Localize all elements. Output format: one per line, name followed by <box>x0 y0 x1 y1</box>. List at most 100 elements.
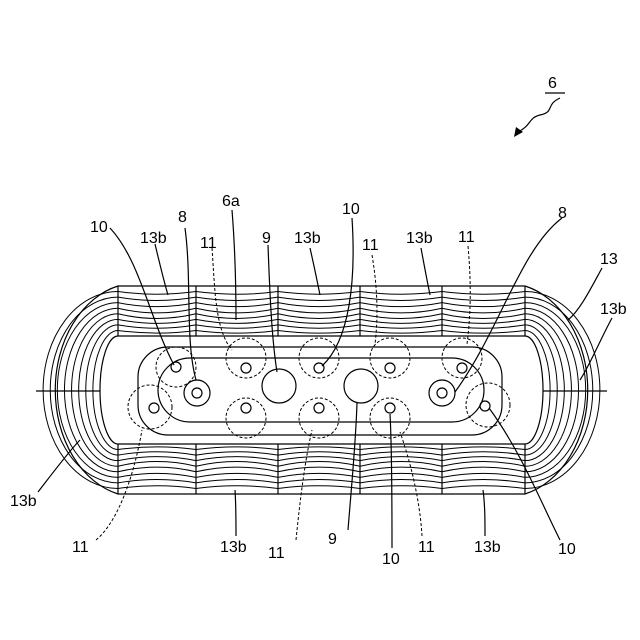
label-10-top-left: 10 <box>90 219 108 236</box>
pin <box>241 363 251 373</box>
coil-layer-bottom <box>278 457 360 461</box>
hole-large <box>344 369 378 403</box>
coil-layer-left <box>79 319 118 460</box>
pocket <box>226 398 266 438</box>
coil-layer-bottom <box>278 467 360 472</box>
coil-layer-bottom <box>196 486 278 489</box>
ring-hole-inner <box>437 388 447 398</box>
coil-layer-bottom <box>196 480 278 483</box>
coil-layer-bottom <box>118 457 196 461</box>
coil-layer-top <box>196 319 278 323</box>
coil-layer-top <box>196 303 278 307</box>
coil-layer-bottom <box>360 480 442 483</box>
label-13: 13 <box>600 251 618 268</box>
label-6: 6 <box>548 75 557 92</box>
coil-layer-bottom <box>360 473 442 477</box>
coil-layer-right <box>525 297 593 483</box>
coil-layer-left <box>93 330 118 449</box>
coil-layer-bottom <box>196 473 278 477</box>
coil-layer-top <box>442 303 525 307</box>
label-9-bottom: 9 <box>328 531 337 548</box>
coil-layer-top <box>196 325 278 328</box>
coil-layer-top <box>360 314 442 319</box>
coil-layer-bottom <box>278 462 360 467</box>
coil-layer-bottom <box>118 462 196 467</box>
coil-layer-top <box>442 325 525 328</box>
coil-inner-boundary <box>100 336 543 444</box>
coil-layer-top <box>360 303 442 307</box>
coil-layer-top <box>196 314 278 319</box>
coil-layer-top <box>442 297 525 300</box>
coil-layer-bottom <box>442 447 525 450</box>
coil-layer-top <box>196 292 278 295</box>
coil-layer-top <box>442 292 525 295</box>
label-11-bottom-left: 11 <box>72 539 89 556</box>
coil-layer-bottom <box>196 452 278 455</box>
coil-layers <box>43 292 600 489</box>
pocket <box>128 385 172 429</box>
coil-layer-top <box>118 314 196 319</box>
coil-layer-top <box>442 308 525 313</box>
label-13b-right: 13b <box>600 301 627 318</box>
coil-layer-bottom <box>278 480 360 483</box>
coil-layer-top <box>196 330 278 333</box>
hole-large <box>262 369 296 403</box>
coil-layer-top <box>118 297 196 300</box>
label-6a: 6a <box>222 193 240 210</box>
coil-layer-right <box>525 319 564 460</box>
coil-layer-top <box>278 303 360 307</box>
label-13b-bottom: 13b <box>220 539 247 556</box>
pin <box>171 362 181 372</box>
coil-layer-top <box>278 319 360 323</box>
pin <box>241 403 251 413</box>
coil-layer-bottom <box>442 467 525 472</box>
coil-layer-top <box>360 330 442 333</box>
coil-layer-bottom <box>196 462 278 467</box>
coil-assembly <box>36 286 607 494</box>
label-10-bottom-right: 10 <box>558 541 576 558</box>
coil-layer-bottom <box>278 473 360 477</box>
pin <box>149 403 159 413</box>
label-13b-top-middle: 13b <box>294 230 321 247</box>
label-10-top-middle: 10 <box>342 201 360 218</box>
coil-layer-top <box>118 330 196 333</box>
coil-layer-bottom <box>118 486 196 489</box>
coil-layer-top <box>442 314 525 319</box>
coil-layer-bottom <box>278 486 360 489</box>
coil-layer-top <box>360 319 442 323</box>
coil-layer-bottom <box>442 473 525 477</box>
pin <box>385 403 395 413</box>
coil-layer-bottom <box>118 452 196 455</box>
coil-layer-top <box>442 330 525 333</box>
coil-layer-bottom <box>360 457 442 461</box>
coil-layer-bottom <box>118 473 196 477</box>
coil-layer-top <box>360 308 442 313</box>
pin <box>457 363 467 373</box>
coil-layer-top <box>360 325 442 328</box>
coil-layer-top <box>442 319 525 323</box>
coil-layer-bottom <box>442 452 525 455</box>
label-13b-top-left: 13b <box>140 230 167 247</box>
pocket <box>156 347 196 387</box>
label-8-top-left: 8 <box>178 209 187 226</box>
coil-layer-bottom <box>196 467 278 472</box>
coil-layer-bottom <box>196 457 278 461</box>
coil-layer-bottom <box>360 462 442 467</box>
label-11-bottom: 11 <box>268 545 285 562</box>
coil-layer-bottom <box>442 457 525 461</box>
pin <box>314 363 324 373</box>
coil-layer-right <box>525 330 550 449</box>
label-13b-top-right: 13b <box>406 230 433 247</box>
coil-layer-top <box>118 303 196 307</box>
coil-layer-top <box>196 308 278 313</box>
coil-layer-top <box>118 319 196 323</box>
pin <box>314 403 324 413</box>
ring-hole-outer <box>184 380 210 406</box>
coil-layer-bottom <box>442 462 525 467</box>
pocket <box>466 383 510 427</box>
coil-layer-top <box>360 297 442 300</box>
coil-layer-top <box>278 330 360 333</box>
label-10-bottom: 10 <box>382 551 400 568</box>
coil-layer-top <box>118 292 196 295</box>
